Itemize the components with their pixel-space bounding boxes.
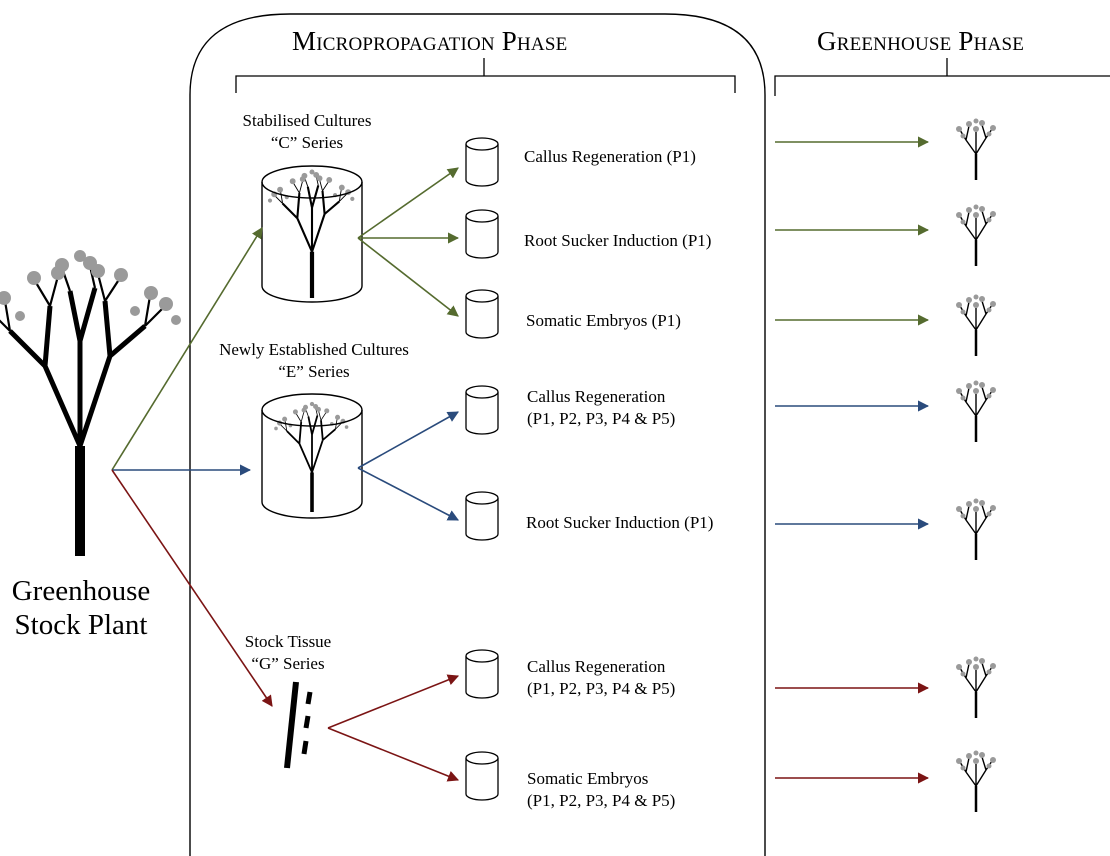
output-label-line1: Somatic Embryos: [527, 769, 649, 788]
greenhouse-plant-icon: [954, 293, 998, 358]
output-label-line2: (P1, P2, P3, P4 & P5): [527, 679, 676, 698]
c-series-label-line1: Stabilised Cultures: [242, 111, 372, 130]
greenhouse-phase-header: Greenhouse Phase: [817, 26, 1025, 56]
g-series-label-line2: “G” Series: [251, 654, 325, 673]
greenhouse-plant-icon: [954, 117, 998, 182]
output-label-line1: Callus Regeneration: [527, 657, 666, 676]
vial-icon: [465, 491, 499, 541]
arrow-g-to-somatic: [327, 727, 460, 782]
output-label: Callus Regeneration (P1, P2, P3, P4 & P5…: [527, 386, 675, 430]
micropropagation-container: [189, 13, 766, 856]
output-label: Root Sucker Induction (P1): [526, 512, 713, 534]
output-label-line1: Somatic Embryos (P1): [526, 311, 681, 330]
g-series-label: Stock Tissue “G” Series: [245, 631, 331, 675]
c-series-label: Stabilised Cultures “C” Series: [243, 110, 372, 154]
output-label-line1: Root Sucker Induction (P1): [524, 231, 712, 250]
vial-icon: [465, 385, 499, 435]
greenhouse-plant-icon: [954, 379, 998, 444]
output-label-line1: Callus Regeneration: [527, 387, 666, 406]
stock-plant-label-line2: Stock Plant: [14, 609, 148, 641]
vial-icon: [465, 649, 499, 699]
output-label: Callus Regeneration (P1, P2, P3, P4 & P5…: [527, 656, 675, 700]
output-label: Root Sucker Induction (P1): [524, 230, 711, 252]
output-label: Somatic Embryos (P1, P2, P3, P4 & P5): [527, 768, 675, 812]
greenhouse-plant-icon: [954, 203, 998, 268]
e-series-culture-jar-icon: [261, 393, 363, 519]
arrow-stock-to-c: [111, 227, 263, 471]
greenhouse-plant-icon: [954, 749, 998, 814]
g-series-stock-tissue-icon: [284, 681, 313, 769]
stock-plant-label: Greenhouse Stock Plant: [12, 574, 151, 642]
output-label-line2: (P1, P2, P3, P4 & P5): [527, 791, 676, 810]
greenhouse-header-bracket: [774, 58, 1110, 96]
e-series-label-line2: “E” Series: [278, 362, 350, 381]
micro-header-bracket: [235, 58, 736, 93]
output-label-line2: (P1, P2, P3, P4 & P5): [527, 409, 676, 428]
output-label-line1: Root Sucker Induction (P1): [526, 513, 714, 532]
output-label-line1: Callus Regeneration (P1): [524, 147, 696, 166]
vial-icon: [465, 751, 499, 801]
output-label: Callus Regeneration (P1): [524, 146, 696, 168]
greenhouse-plant-icon: [954, 497, 998, 562]
vial-icon: [465, 289, 499, 339]
stock-plant-label-line1: Greenhouse: [11, 575, 151, 607]
arrow-stock-to-g: [111, 469, 273, 707]
vial-icon: [465, 137, 499, 187]
arrow-e-to-root-sucker: [357, 467, 459, 521]
micropropagation-phase-header: Micropropagation Phase: [292, 26, 568, 56]
greenhouse-plant-icon: [954, 655, 998, 720]
e-series-label: Newly Established Cultures “E” Series: [219, 339, 409, 383]
arrow-c-to-callus: [357, 167, 459, 239]
g-series-label-line1: Stock Tissue: [244, 632, 332, 651]
e-series-label-line1: Newly Established Cultures: [219, 340, 409, 359]
c-series-label-line2: “C” Series: [270, 133, 344, 152]
c-series-culture-jar-icon: [261, 165, 363, 303]
arrow-e-to-callus: [357, 411, 459, 469]
arrow-g-to-callus: [327, 674, 460, 729]
output-label: Somatic Embryos (P1): [526, 310, 681, 332]
arrow-c-to-somatic: [357, 237, 459, 317]
vial-icon: [465, 209, 499, 259]
